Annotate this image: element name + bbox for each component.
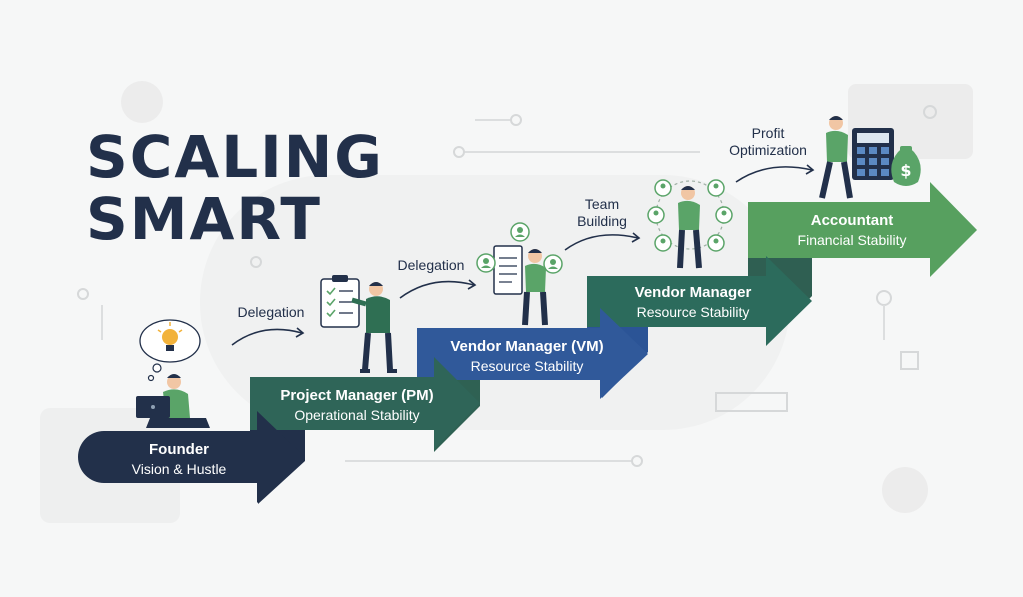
transition-arrow-icon [735, 166, 813, 183]
team-builder-figure [677, 186, 702, 269]
lightbulb-icon [139, 319, 201, 382]
step-arrow-pm [250, 357, 480, 504]
transition-label-delegation-2: Delegation [397, 257, 465, 273]
step-role: Vendor Manager (VM) [450, 338, 604, 355]
transition-arrow-icon [564, 234, 639, 251]
bg-circle [882, 467, 928, 513]
step-role: Project Manager (PM) [280, 387, 434, 404]
transition-label-profit-optimization: Profit Optimization [718, 125, 818, 159]
transition-label-line: Team [584, 196, 620, 212]
step-vendor-manager: Vendor Manager Resource Stability [600, 284, 786, 320]
step-subtitle: Operational Stability [294, 407, 420, 423]
accountant-figure [819, 116, 853, 199]
transition-label-delegation-1: Delegation [237, 304, 305, 320]
transition-arrow-icon [231, 328, 303, 346]
money-bag-icon: $ [891, 146, 921, 186]
step-subtitle: Resource Stability [470, 358, 584, 374]
vm-figure [522, 249, 548, 326]
pm-figure [351, 282, 397, 373]
step-subtitle: Vision & Hustle [131, 461, 227, 477]
calculator-icon [852, 128, 894, 180]
transition-label-line: Building [577, 212, 627, 229]
founder-figure [136, 374, 210, 428]
step-role: Accountant [810, 212, 894, 229]
step-role: Vendor Manager [634, 284, 752, 301]
transition-label-line: Profit [751, 125, 785, 141]
transition-arrow-icon [399, 280, 475, 299]
title-line-1: SCALING [86, 123, 384, 191]
transition-label-line: Optimization [729, 141, 807, 158]
step-role: Founder [149, 441, 209, 458]
title-line-2: SMART [86, 185, 322, 253]
transition-label-team-building: Team Building [562, 196, 642, 230]
step-subtitle: Financial Stability [797, 232, 907, 248]
step-founder: Founder Vision & Hustle [104, 441, 254, 477]
step-project-manager: Project Manager (PM) Operational Stabili… [262, 387, 452, 423]
team-network-icon [647, 179, 733, 252]
step-arrow-founder [78, 411, 305, 503]
step-vendor-manager-vm: Vendor Manager (VM) Resource Stability [432, 338, 622, 374]
step-accountant: Accountant Financial Stability [772, 212, 932, 248]
step-subtitle: Resource Stability [636, 304, 750, 320]
svg-text:$: $ [900, 161, 911, 180]
team-document-icon [476, 222, 563, 295]
bg-circle [121, 81, 163, 123]
bg-pill [200, 175, 790, 430]
